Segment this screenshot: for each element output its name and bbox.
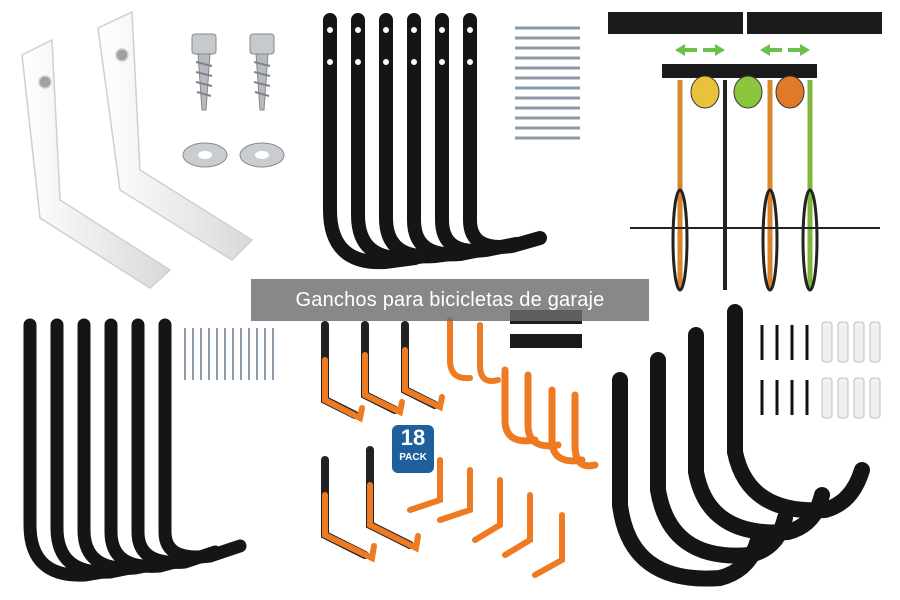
black-j-hook-icon [158,318,247,564]
black-j-hook-icon [77,318,172,575]
helmet-icon [690,75,805,109]
wall-anchor-icon [515,26,580,140]
caption-bar: Ganchos para bicicletas de garaje [251,279,649,321]
panel-orange-hooks: 18 PACK [300,300,600,600]
black-j-hook-icon [131,318,222,569]
panel-black-hooks-bottom [0,300,300,600]
lag-screw-icon [191,33,217,111]
bike-rack-illustration [608,12,882,292]
caption-text: Ganchos para bicicletas de garaje [295,288,605,311]
black-hooks-illustration [323,13,580,270]
washer-icon [182,142,228,168]
utility-hook-icon [727,304,870,519]
white-hook-icon [97,10,254,261]
panel-black-hooks-top [300,0,600,300]
black-j-hook-icon [407,13,497,262]
white-hook-icon [21,38,172,289]
utility-hooks-illustration [612,304,881,587]
orange-hook-icon [407,457,565,578]
pack-badge-icon: 18 PACK [392,425,434,473]
wall-anchor-icon [184,328,274,380]
panel-bike-rack-scene [600,0,900,300]
pack-badge-unit: PACK [399,452,427,463]
orange-hook-icon [361,321,405,417]
bicycle-icon [630,80,880,292]
arrow-icon [675,44,810,56]
orange-hooks-illustration [321,310,599,578]
panel-utility-hooks [600,300,900,600]
black-j-hook-icon [323,13,422,270]
white-hooks-illustration [21,10,285,289]
black-hooks-bottom-illustration [23,318,274,582]
panel-white-hooks [0,0,300,300]
lag-screw-icon [249,33,275,111]
screw-icon [760,325,809,415]
washer-icon [239,142,285,168]
black-j-hook-icon [351,13,447,266]
pack-badge-count: 18 [400,425,426,450]
orange-hook-icon [501,366,599,470]
wall-plug-icon [821,321,881,419]
orange-hook-icon [447,317,501,384]
orange-hook-icon [401,321,445,412]
black-j-hook-icon [379,13,472,264]
black-j-hook-icon [435,13,523,258]
black-j-hook-icon [104,318,197,573]
orange-hook-icon [321,321,365,423]
black-j-hook-icon [463,13,547,254]
black-j-hook-icon [23,318,122,582]
black-j-hook-icon [50,318,147,579]
orange-hook-icon [321,446,421,563]
wall-rail-icon [608,12,882,78]
